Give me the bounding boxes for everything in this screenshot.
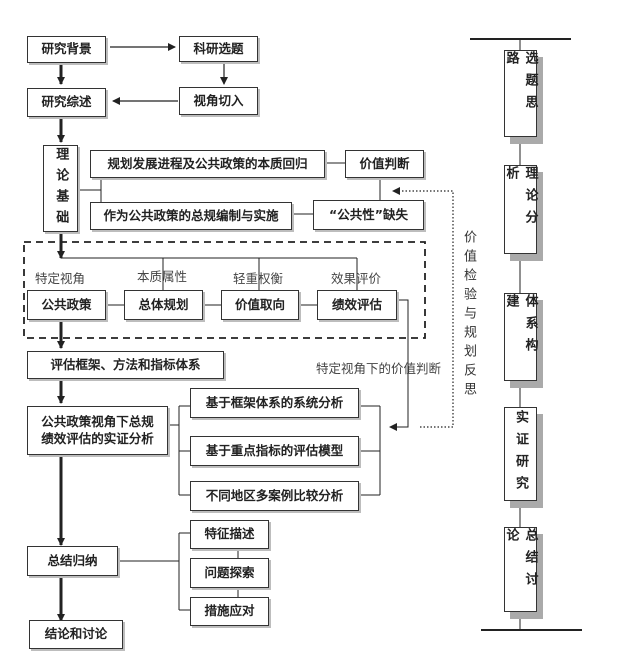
box-perspective-entry: 视角切入	[179, 87, 258, 115]
box-performance-evaluation: 绩效评估	[317, 290, 397, 320]
box-empirical-analysis: 公共政策视角下总规绩效评估的实证分析	[27, 406, 168, 455]
box-master-plan: 总体规划	[124, 290, 203, 320]
stage-topic-idea: 选题思路	[504, 50, 538, 137]
label-value-check-reflection: 价值检验与规划反思	[461, 230, 476, 401]
box-publicness-missing: “公共性”缺失	[313, 200, 424, 230]
box-topic-selection: 科研选题	[179, 36, 258, 62]
box-theory-item-1: 规划发展进程及公共政策的本质回归	[90, 150, 325, 178]
box-analysis-framework-system: 基于框架体系的系统分析	[190, 388, 359, 418]
box-value-judgment: 价值判断	[345, 150, 424, 178]
label-weighing: 轻重权衡	[233, 271, 284, 286]
box-theory-item-2: 作为公共政策的总规编制与实施	[90, 202, 292, 230]
box-evaluation-framework: 评估框架、方法和指标体系	[27, 351, 224, 379]
box-theory-basis: 理论基础	[43, 145, 78, 232]
box-research-background: 研究背景	[27, 36, 106, 63]
box-summary-feature: 特征描述	[190, 520, 269, 549]
box-public-policy: 公共政策	[27, 290, 106, 320]
box-summary-problem: 问题探索	[190, 558, 269, 588]
stage-empirical-research: 实证研究	[504, 407, 537, 501]
stage-theory-analysis: 理论分析	[504, 165, 538, 254]
box-analysis-multi-case: 不同地区多案例比较分析	[190, 481, 359, 511]
box-summary: 总结归纳	[27, 546, 118, 576]
box-value-orientation: 价值取向	[221, 290, 299, 320]
box-analysis-key-indicators: 基于重点指标的评估模型	[190, 436, 359, 466]
label-effect-evaluation: 效果评价	[331, 271, 382, 286]
stage-system-construction: 体系构建	[504, 293, 538, 381]
label-essential-attribute: 本质属性	[137, 269, 188, 284]
box-conclusion: 结论和讨论	[29, 620, 123, 649]
box-summary-measures: 措施应对	[190, 597, 269, 626]
stage-summary-discussion: 总结讨论	[504, 527, 538, 612]
box-literature-review: 研究综述	[27, 88, 106, 117]
label-specific-value-judgment: 特定视角下的价值判断	[316, 361, 442, 376]
label-specific-perspective: 特定视角	[35, 271, 86, 286]
